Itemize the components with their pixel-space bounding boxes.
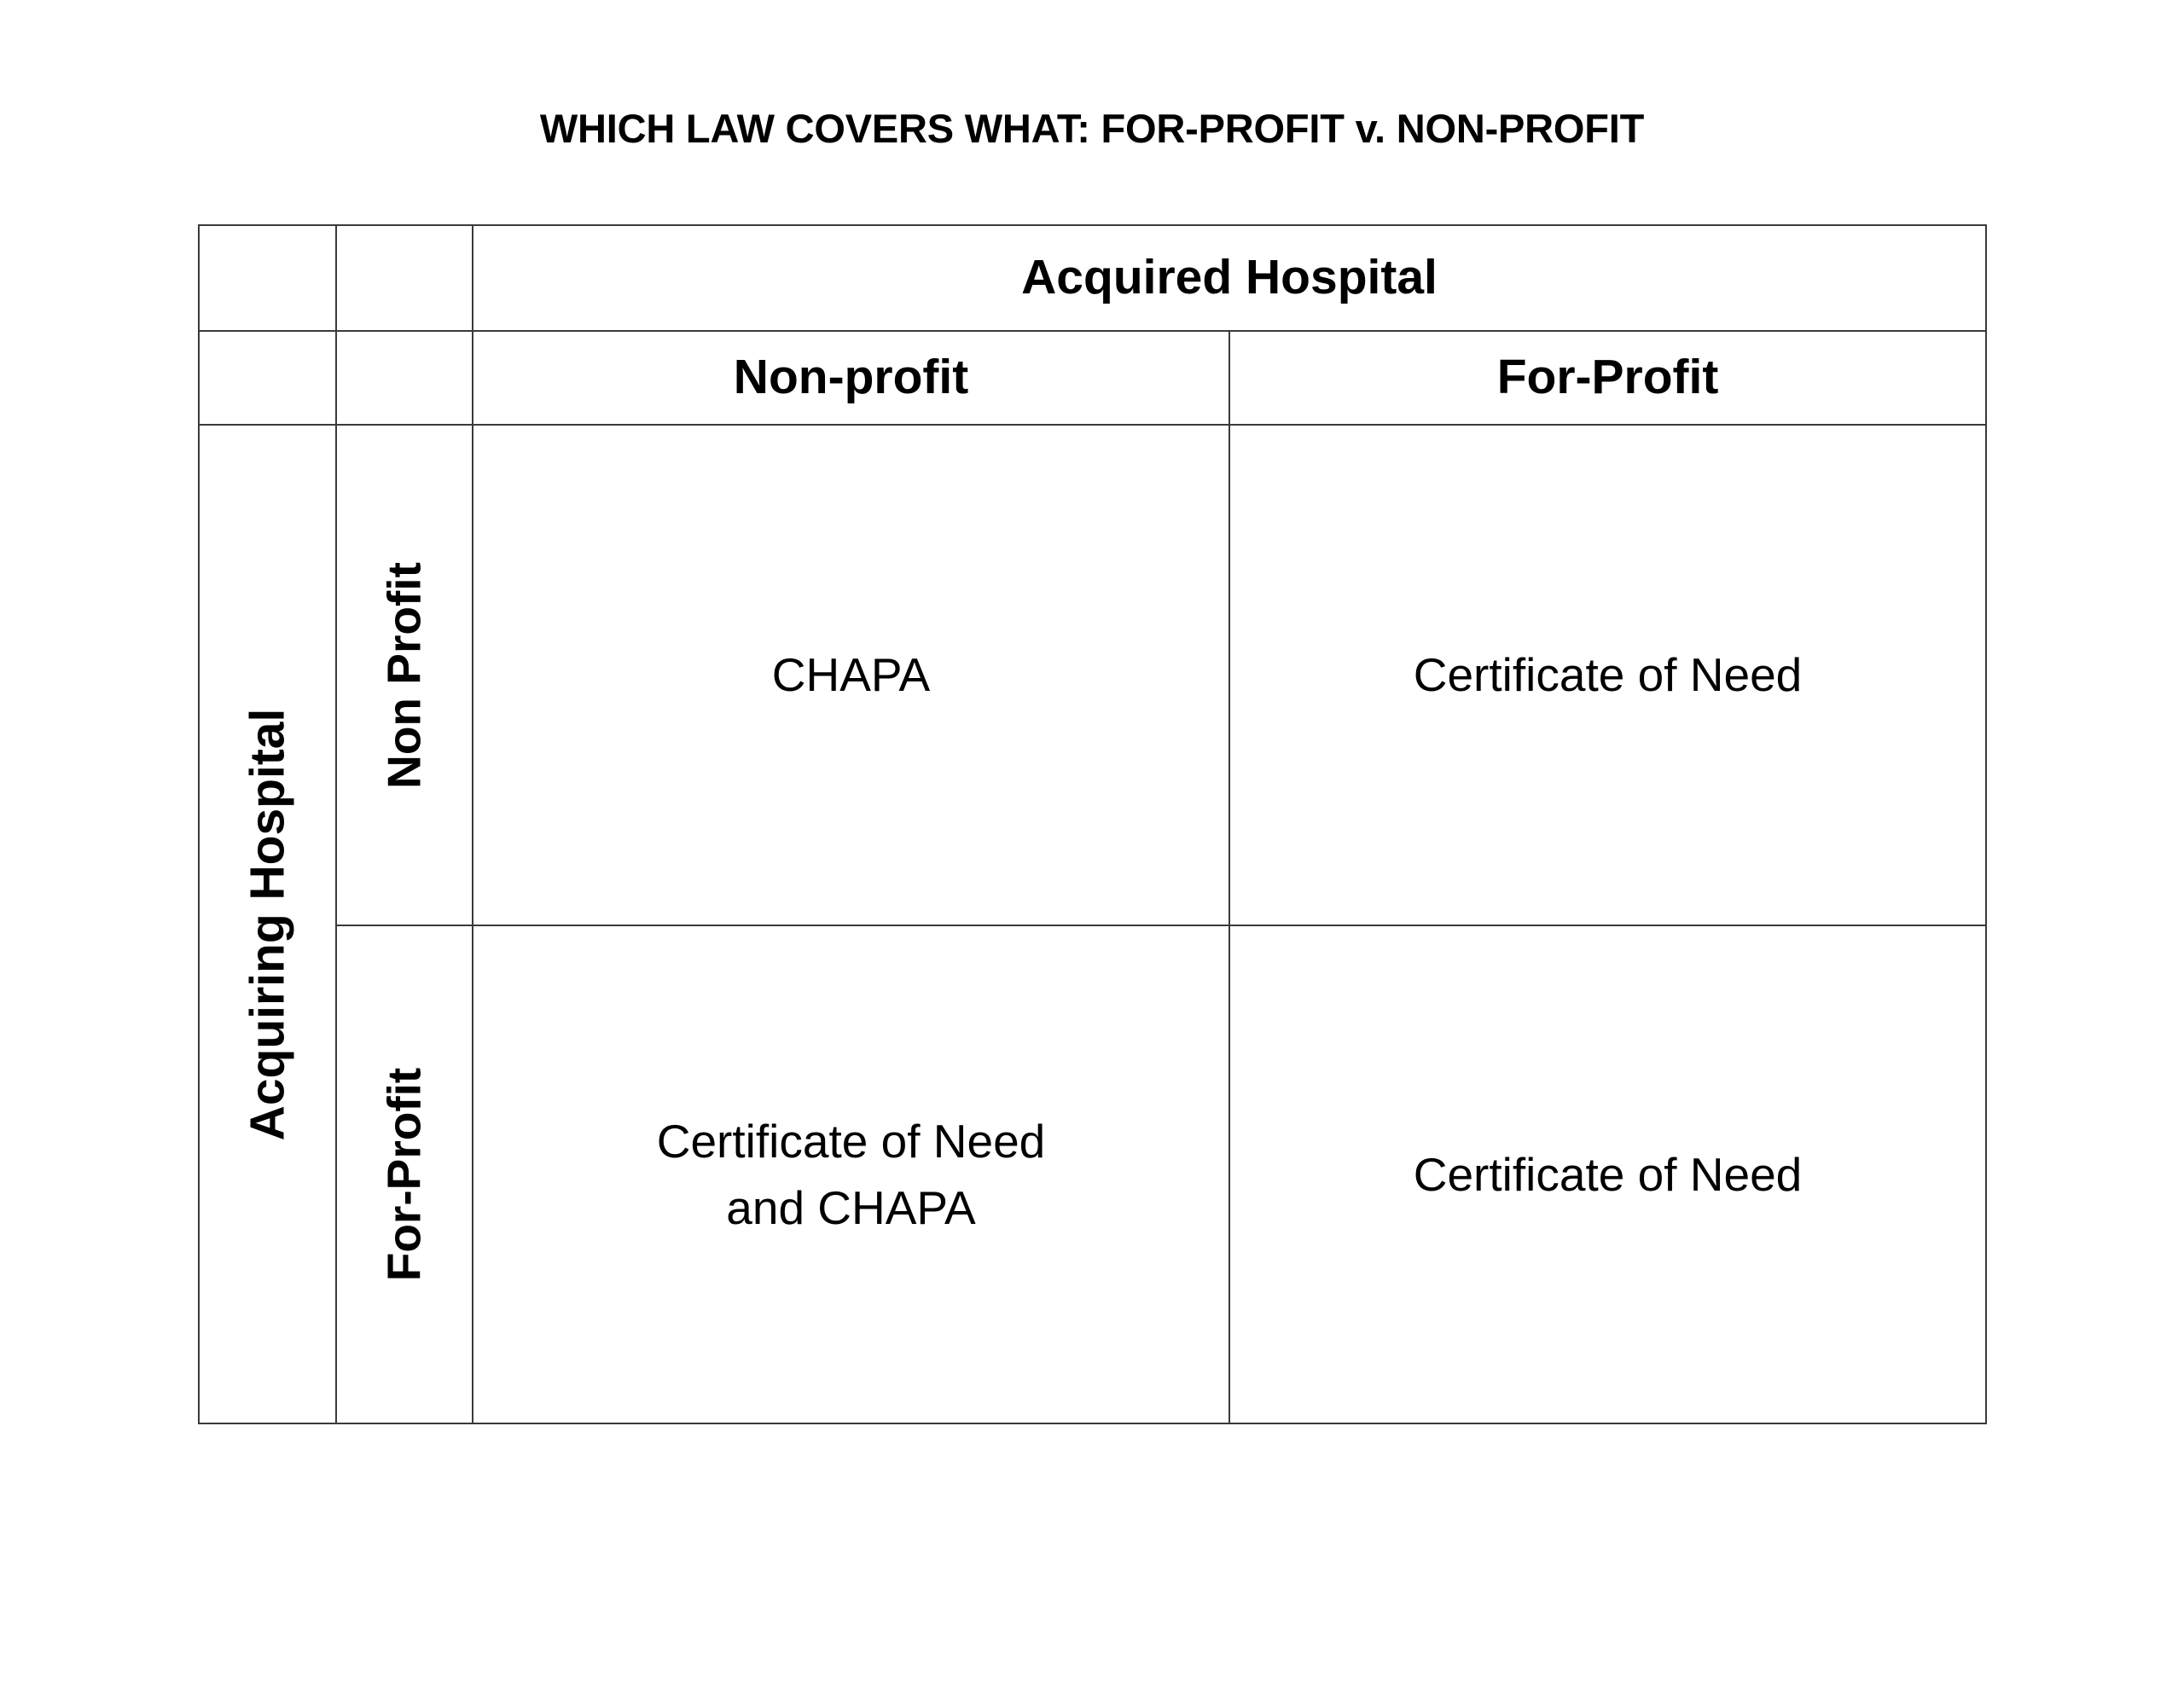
row-axis-label-cell: Acquiring Hospital: [198, 424, 337, 1424]
comparison-matrix: Acquired Hospital Non-profit For-Profit …: [198, 224, 1988, 1424]
matrix-cell-np-np: CHAPA: [472, 424, 1230, 926]
column-header-for-profit: For-Profit: [1228, 330, 1988, 426]
matrix-cell-line: and CHAPA: [726, 1181, 976, 1234]
row-header-for-profit: For-Profit: [377, 1067, 431, 1282]
matrix-cell-np-fp: Certificate of Need: [1228, 424, 1988, 926]
row-header-cell-non-profit: Non Profit: [335, 424, 473, 926]
corner-cell-inner-2: [335, 330, 473, 426]
row-header-non-profit: Non Profit: [377, 561, 431, 789]
matrix-table: Acquired Hospital Non-profit For-Profit …: [198, 224, 1988, 1424]
column-header-non-profit: Non-profit: [472, 330, 1230, 426]
table-row-column-axis: Acquired Hospital: [198, 224, 1988, 332]
page-title: WHICH LAW COVERS WHAT: FOR-PROFIT v. NON…: [539, 106, 1645, 151]
matrix-cell-fp-np: Certificate of Need and CHAPA: [472, 925, 1230, 1424]
corner-cell-inner: [335, 224, 473, 332]
matrix-cell-line: Certificate of Need: [1413, 648, 1803, 702]
matrix-cell-line: CHAPA: [771, 648, 931, 702]
matrix-cell-line: Certificate of Need: [656, 1114, 1046, 1168]
matrix-cell-fp-fp: Certificate of Need: [1228, 925, 1988, 1424]
corner-cell-outer-2: [198, 330, 337, 426]
row-header-cell-for-profit: For-Profit: [335, 925, 473, 1424]
matrix-cell-line: Certificate of Need: [1413, 1147, 1803, 1201]
table-row-acquiring-for-profit: For-Profit Certificate of Need and CHAPA…: [199, 925, 1988, 1424]
row-axis-label: Acquiring Hospital: [240, 708, 294, 1140]
table-row-acquiring-non-profit: Acquiring Hospital Non Profit CHAPA Cert…: [198, 424, 1988, 1424]
table-row-column-headers: Non-profit For-Profit: [198, 330, 1988, 426]
corner-cell-outer: [198, 224, 337, 332]
column-axis-label: Acquired Hospital: [471, 224, 1988, 332]
